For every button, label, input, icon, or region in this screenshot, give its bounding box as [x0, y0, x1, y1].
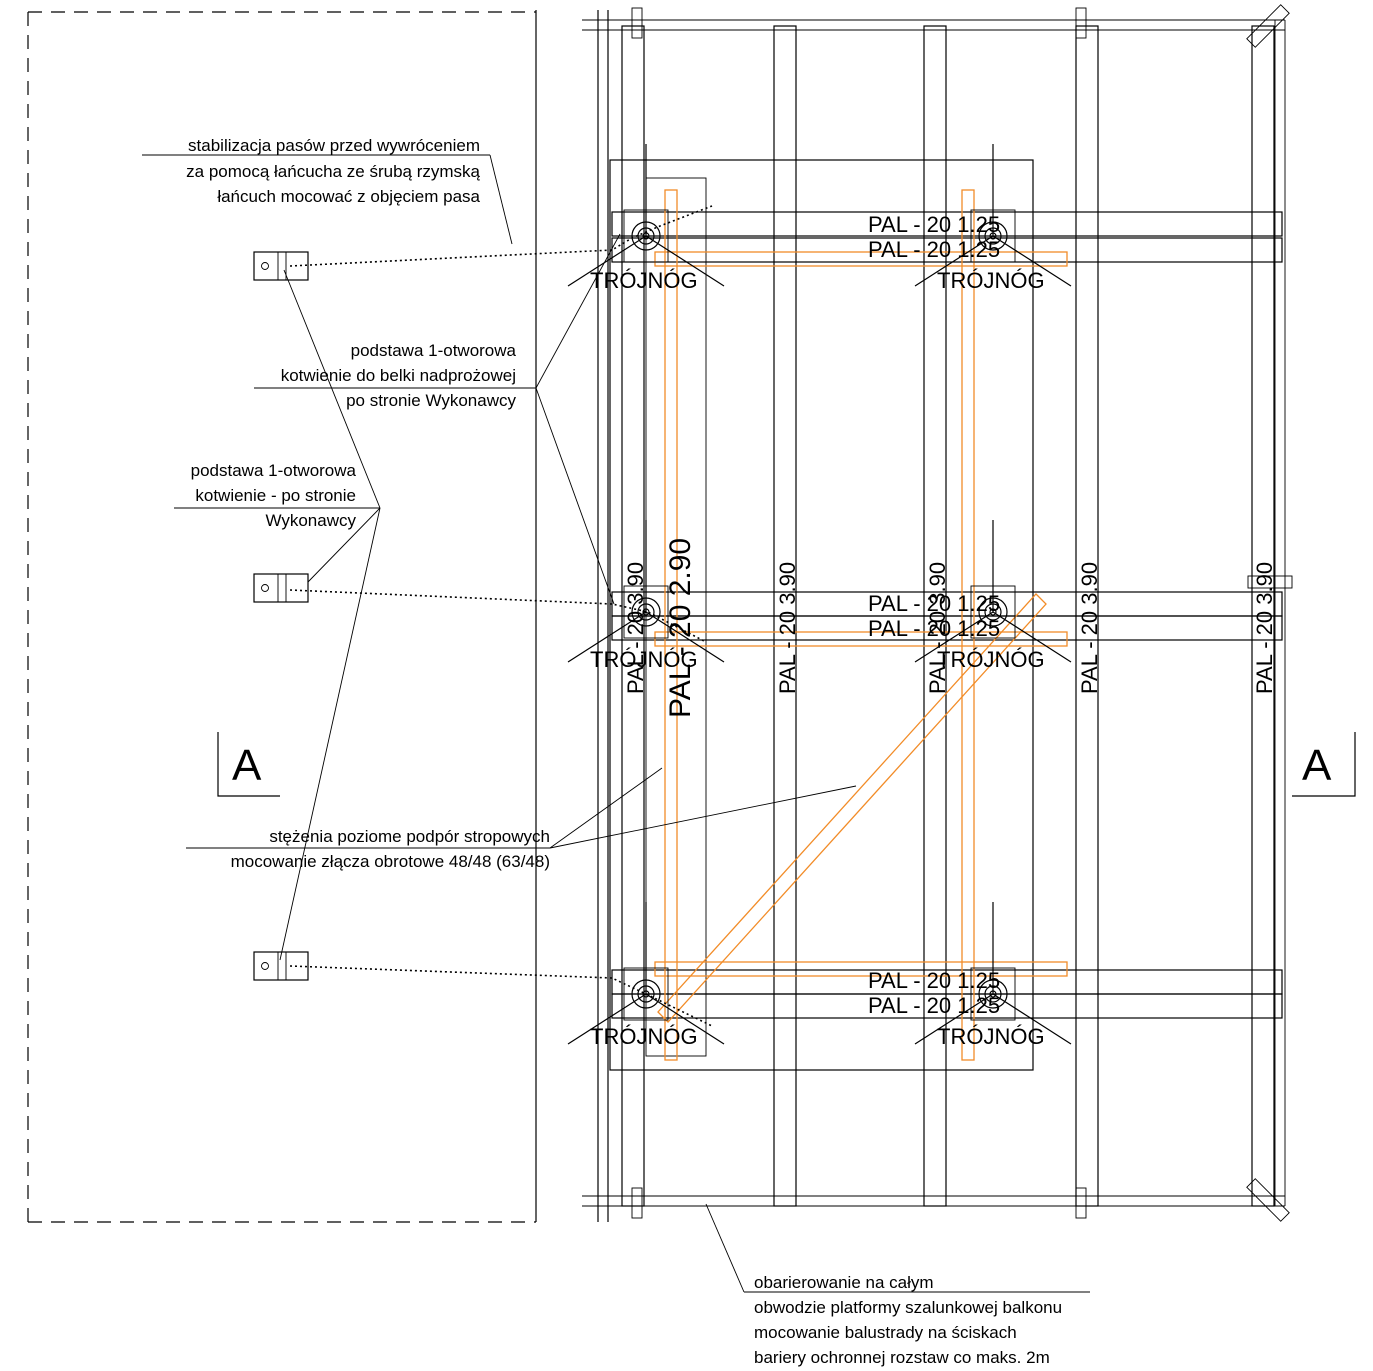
anchor-bases — [253, 251, 309, 981]
annotation-line: bariery ochronnej rozstaw co maks. 2m — [754, 1348, 1050, 1367]
beam-label: PAL - 20 1.25 — [868, 591, 1000, 616]
dashed-slab-outline — [27, 10, 537, 1223]
tripod-symbols — [567, 144, 1072, 1045]
annotation-line: kotwienie do belki nadprożowej — [281, 366, 516, 385]
annotation-line: po stronie Wykonawcy — [346, 391, 516, 410]
section-mark-left: A — [217, 732, 280, 797]
annotation-base-lintel: podstawa 1-otworowa kotwienie do belki n… — [281, 341, 517, 410]
tripod-label: TRÓJNÓG — [937, 268, 1045, 293]
tripod-labels: TRÓJNÓG TRÓJNÓG TRÓJNÓG TRÓJNÓG TRÓJNÓG … — [590, 268, 1045, 1049]
beam-label: PAL - 20 1.25 — [868, 616, 1000, 641]
anchor-base-icon — [253, 251, 309, 281]
annotation-barrier: obarierowanie na całym obwodzie platform… — [754, 1273, 1062, 1367]
section-mark-right: A — [1292, 732, 1356, 797]
beam-labels: PAL - 20 1.25 PAL - 20 1.25 PAL - 20 1.2… — [623, 212, 1277, 1018]
stabilization-chains — [289, 205, 713, 1027]
beam-label: PAL - 20 3.90 — [1252, 562, 1277, 694]
transverse-beams — [611, 211, 1283, 1019]
tripod-icon — [914, 520, 1072, 663]
tripod-icon — [914, 144, 1072, 287]
beam-label: PAL - 20 1.25 — [868, 237, 1000, 262]
beam-label: PAL - 20 2.90 — [664, 538, 697, 718]
section-label: A — [232, 741, 262, 790]
beam-label: PAL - 20 1.25 — [868, 212, 1000, 237]
tripod-label: TRÓJNÓG — [590, 647, 698, 672]
tripod-icon — [567, 144, 725, 287]
anchor-base-icon — [253, 573, 309, 603]
annotation-line: obarierowanie na całym — [754, 1273, 934, 1292]
horizontal-bracing — [654, 189, 1068, 1061]
tripod-icon — [567, 902, 725, 1045]
tripod-label: TRÓJNÓG — [590, 268, 698, 293]
annotation-chain-stabilization: stabilizacja pasów przed wywróceniem za … — [186, 136, 480, 206]
annotation-line: za pomocą łańcucha ze śrubą rzymską — [186, 162, 480, 181]
beam-label: PAL - 20 3.90 — [1077, 562, 1102, 694]
annotation-line: podstawa 1-otworowa — [351, 341, 517, 360]
tripod-label: TRÓJNÓG — [937, 647, 1045, 672]
annotation-line: mocowanie złącza obrotowe 48/48 (63/48) — [231, 852, 550, 871]
beam-label: PAL - 20 1.25 — [868, 993, 1000, 1018]
annotation-line: obwodzie platformy szalunkowej balkonu — [754, 1298, 1062, 1317]
annotation-line: kotwienie - po stronie — [195, 486, 356, 505]
beam-label: PAL - 20 3.90 — [925, 562, 950, 694]
section-label: A — [1302, 741, 1332, 790]
slab-outline — [609, 159, 1034, 1071]
beam-label: PAL - 20 3.90 — [775, 562, 800, 694]
annotation-base-contractor: podstawa 1-otworowa kotwienie - po stron… — [191, 461, 357, 530]
platform-frame — [582, 4, 1293, 1222]
beam-label: PAL - 20 1.25 — [868, 968, 1000, 993]
tripod-icon — [567, 520, 725, 663]
tripod-icon — [914, 902, 1072, 1045]
annotation-line: podstawa 1-otworowa — [191, 461, 357, 480]
tripod-label: TRÓJNÓG — [937, 1024, 1045, 1049]
annotation-line: łańcuch mocować z objęciem pasa — [217, 187, 480, 206]
leader-lines — [142, 154, 1090, 1293]
beam-label: PAL - 20 3.90 — [623, 562, 648, 694]
annotation-line: stężenia poziome podpór stropowych — [269, 827, 550, 846]
annotation-line: mocowanie balustrady na ściskach — [754, 1323, 1017, 1342]
annotation-line: Wykonawcy — [265, 511, 356, 530]
annotation-bracing: stężenia poziome podpór stropowych mocow… — [231, 827, 550, 871]
annotation-line: stabilizacja pasów przed wywróceniem — [188, 136, 480, 155]
tripod-label: TRÓJNÓG — [590, 1024, 698, 1049]
